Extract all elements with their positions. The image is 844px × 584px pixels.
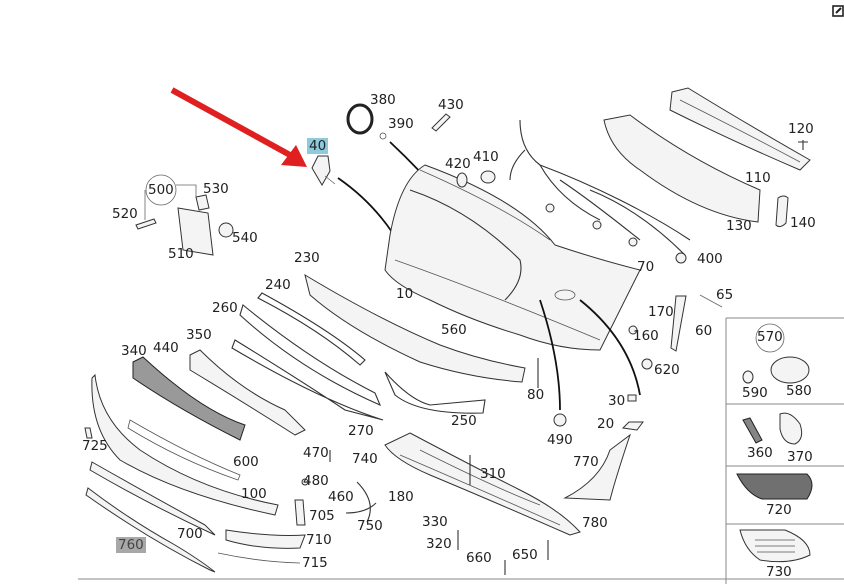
part-label: 580 (786, 383, 812, 399)
part-label: 140 (790, 215, 816, 231)
part-label: 65 (716, 287, 734, 303)
part-label: 500 (148, 182, 174, 198)
part-label: 180 (388, 489, 414, 505)
part-label: 110 (745, 170, 771, 186)
part-110-crossmember (669, 87, 811, 171)
part-label: 480 (303, 473, 329, 489)
part-130-bracket (603, 114, 761, 223)
right-reference-panel (78, 317, 844, 584)
part-label: 490 (547, 432, 573, 448)
part-label: 160 (633, 328, 659, 344)
part-label: 30 (608, 393, 626, 409)
part-label: 600 (233, 454, 259, 470)
part-label: 320 (426, 536, 452, 552)
part-label: 440 (153, 340, 179, 356)
part-label: 540 (232, 230, 258, 246)
part-10-bumper (384, 164, 641, 351)
part-label: 80 (527, 387, 545, 403)
part-label: 100 (241, 486, 267, 502)
part-label-highlighted: 760 (116, 537, 146, 553)
part-label: 650 (512, 547, 538, 563)
part-label: 330 (422, 514, 448, 530)
part-label: 720 (766, 502, 792, 518)
part-label: 660 (466, 550, 492, 566)
part-label: 620 (654, 362, 680, 378)
part-label: 60 (695, 323, 713, 339)
part-label: 340 (121, 343, 147, 359)
part-label: 370 (787, 449, 813, 465)
part-label: 410 (473, 149, 499, 165)
part-label: 570 (757, 329, 783, 345)
part-label: 350 (186, 327, 212, 343)
part-label: 510 (168, 246, 194, 262)
part-label: 770 (573, 454, 599, 470)
part-label: 560 (441, 322, 467, 338)
part-label: 430 (438, 97, 464, 113)
part-label: 250 (451, 413, 477, 429)
part-label: 710 (306, 532, 332, 548)
part-label: 460 (328, 489, 354, 505)
part-label: 780 (582, 515, 608, 531)
part-label: 725 (82, 438, 108, 454)
part-40-cover (311, 155, 331, 186)
part-label: 310 (480, 466, 506, 482)
edit-icon[interactable] (832, 4, 844, 18)
part-label: 230 (294, 250, 320, 266)
part-label: 170 (648, 304, 674, 320)
part-label: 730 (766, 564, 792, 580)
part-label: 130 (726, 218, 752, 234)
part-label: 590 (742, 385, 768, 401)
part-label: 420 (445, 156, 471, 172)
part-label: 20 (597, 416, 615, 432)
part-380-emblem (346, 103, 374, 135)
part-label: 10 (396, 286, 414, 302)
part-label: 740 (352, 451, 378, 467)
part-label: 750 (357, 518, 383, 534)
part-70-wiring-harness (509, 119, 691, 256)
part-label: 705 (309, 508, 335, 524)
part-label: 240 (265, 277, 291, 293)
part-label: 470 (303, 445, 329, 461)
part-label: 70 (637, 259, 655, 275)
part-label: 520 (112, 206, 138, 222)
part-label: 120 (788, 121, 814, 137)
red-arrow-pointer (170, 87, 307, 167)
part-label: 700 (177, 526, 203, 542)
part-340-grille (132, 356, 246, 441)
part-label: 715 (302, 555, 328, 571)
part-label-highlighted: 40 (307, 138, 329, 154)
part-label: 380 (370, 92, 396, 108)
part-label: 400 (697, 251, 723, 267)
part-310-underbody-panel (384, 432, 581, 536)
part-label: 360 (747, 445, 773, 461)
part-label: 390 (388, 116, 414, 132)
part-label: 270 (348, 423, 374, 439)
part-label: 260 (212, 300, 238, 316)
part-label: 530 (203, 181, 229, 197)
